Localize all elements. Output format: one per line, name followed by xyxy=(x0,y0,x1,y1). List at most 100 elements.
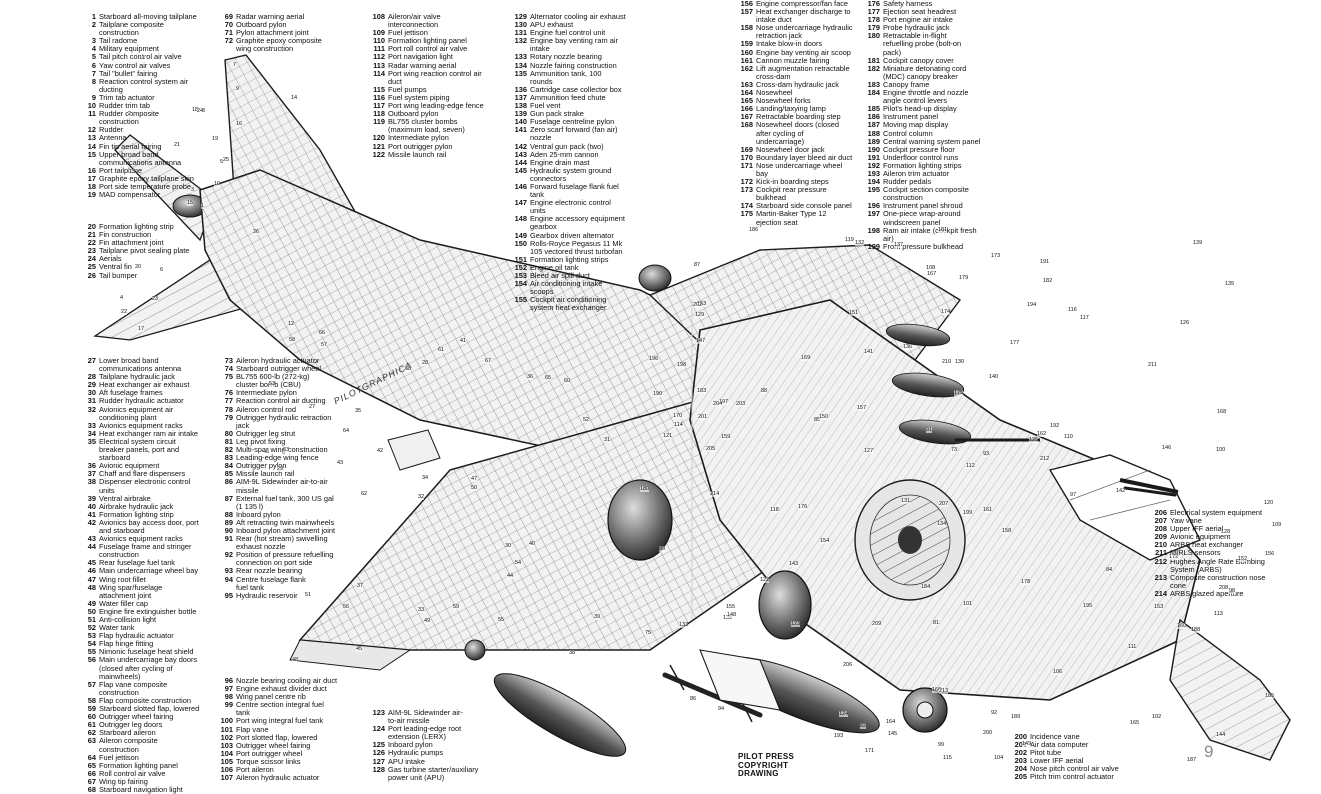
legend-entry-number: 4 xyxy=(91,45,96,54)
legend-entry-number: 53 xyxy=(87,632,96,641)
legend-entry-number: 189 xyxy=(867,137,880,146)
legend-entry-number: 97 xyxy=(224,685,233,694)
legend-entry-text: Hydraulic pumps xyxy=(388,749,444,758)
legend-entry-text: connection on port side xyxy=(236,559,313,568)
legend-entry-number: 188 xyxy=(867,129,880,138)
legend-entry-number: 143 xyxy=(514,150,527,159)
legend-entry-number: 126 xyxy=(372,749,385,758)
legend-entry-text: exhaust nozzle xyxy=(236,543,286,552)
legend-entry-text: pack) xyxy=(883,48,902,57)
legend-entry-number: 73 xyxy=(224,357,233,365)
legend-entry-text: units xyxy=(530,207,546,216)
legend-entry-text: Main undercarriage wheel bay xyxy=(99,567,199,576)
legend-entry-text: attachment joint xyxy=(99,591,152,600)
legend-entry-text: Starboard slotted flap, lowered xyxy=(99,705,200,714)
legend-entry-number: 208 xyxy=(1154,525,1167,534)
legend-entry-number: 74 xyxy=(224,365,233,374)
legend-entry: wing construction xyxy=(218,45,358,53)
legend-entry-text: Port roll control air valve xyxy=(388,45,468,54)
legend-entry-text: missile xyxy=(236,486,259,495)
legend-entry-number: 132 xyxy=(514,37,527,46)
legend-entry-number: 26 xyxy=(87,271,96,280)
front-exhaust-nozzle xyxy=(758,570,812,640)
legend-entry-text: AIM-9L Sidewinder air-to-air xyxy=(236,478,328,487)
legend-entry-text: Lower IFF aerial xyxy=(1030,757,1084,766)
legend-entry-number: 175 xyxy=(740,210,753,219)
legend-entry-text: Engine throttle and nozzle xyxy=(883,89,969,98)
legend-entry-text: Leg pivot fixing xyxy=(236,437,286,446)
legend-entry-text: refuelling probe (bolt-on xyxy=(883,40,962,49)
legend-entry-number: 88 xyxy=(224,510,233,519)
legend-entry: (MDC) canopy breaker xyxy=(865,73,1013,81)
legend-entry-text: construction xyxy=(883,194,923,203)
legend-entry-number: 119 xyxy=(373,118,385,127)
legend-entry-number: 96 xyxy=(224,677,233,685)
legend-entry-text: Formation lighting panel xyxy=(388,37,467,46)
legend-entry-text: Position of pressure refuelling xyxy=(236,551,334,560)
legend-entry-number: 59 xyxy=(87,705,96,714)
legend-entry-text: Engine bay venting ram air xyxy=(530,37,618,46)
legend-entry-text: Cockpit pressure floor xyxy=(883,145,955,154)
legend-entry-text: Upper IFF aerial xyxy=(1170,525,1224,534)
legend-entry-number: 151 xyxy=(514,255,527,264)
legend-entry-number: 153 xyxy=(514,272,527,280)
legend-entry-text: cross-dam xyxy=(756,72,791,81)
legend-entry-number: 44 xyxy=(87,543,96,552)
legend-entry-text: Fuel jettison xyxy=(388,29,428,38)
legend-entry-number: 142 xyxy=(514,142,527,151)
legend-entry-number: 54 xyxy=(87,640,96,649)
legend-entry-number: 69 xyxy=(224,13,233,21)
legend-entry-number: 32 xyxy=(87,405,96,414)
legend-entry-number: 102 xyxy=(220,733,233,742)
legend-entry-text: interconnection xyxy=(388,21,439,30)
legend-entry-text: Hydraulic reservoir xyxy=(236,591,298,600)
legend-entry-text: Outrigger pylon xyxy=(236,462,287,471)
legend-entry-number: 173 xyxy=(740,186,753,195)
legend-entry-number: 19 xyxy=(87,191,96,200)
legend-entry: units xyxy=(512,207,654,215)
legend-entry-number: 80 xyxy=(224,429,233,438)
legend-entry-number: 172 xyxy=(740,178,753,187)
legend-entry-text: APU exhaust xyxy=(530,21,574,30)
legend-entry-number: 201 xyxy=(1014,741,1027,750)
legend-entry-text: Water filler cap xyxy=(99,599,149,608)
legend-entry-text: System (ARBS) xyxy=(1170,565,1222,574)
legend-entry-number: 107 xyxy=(220,774,233,783)
legend-entry-text: Ram air intake (cockpit fresh xyxy=(883,226,977,235)
legend-entry-text: Instrument panel shroud xyxy=(883,202,963,211)
legend-entry-text: Flap vane composite xyxy=(99,680,168,689)
outrigger-wheel xyxy=(464,639,486,661)
legend-entry-text: Antenna xyxy=(99,134,127,143)
legend-entry-number: 10 xyxy=(87,102,96,111)
legend-entry-text: Hughes Angle Rate Bombing xyxy=(1170,557,1265,566)
legend-entry-number: 113 xyxy=(373,61,385,70)
legend-entry-number: 180 xyxy=(867,32,880,41)
legend-entry-text: wing construction xyxy=(236,45,294,54)
legend-entry-text: construction xyxy=(99,688,139,697)
